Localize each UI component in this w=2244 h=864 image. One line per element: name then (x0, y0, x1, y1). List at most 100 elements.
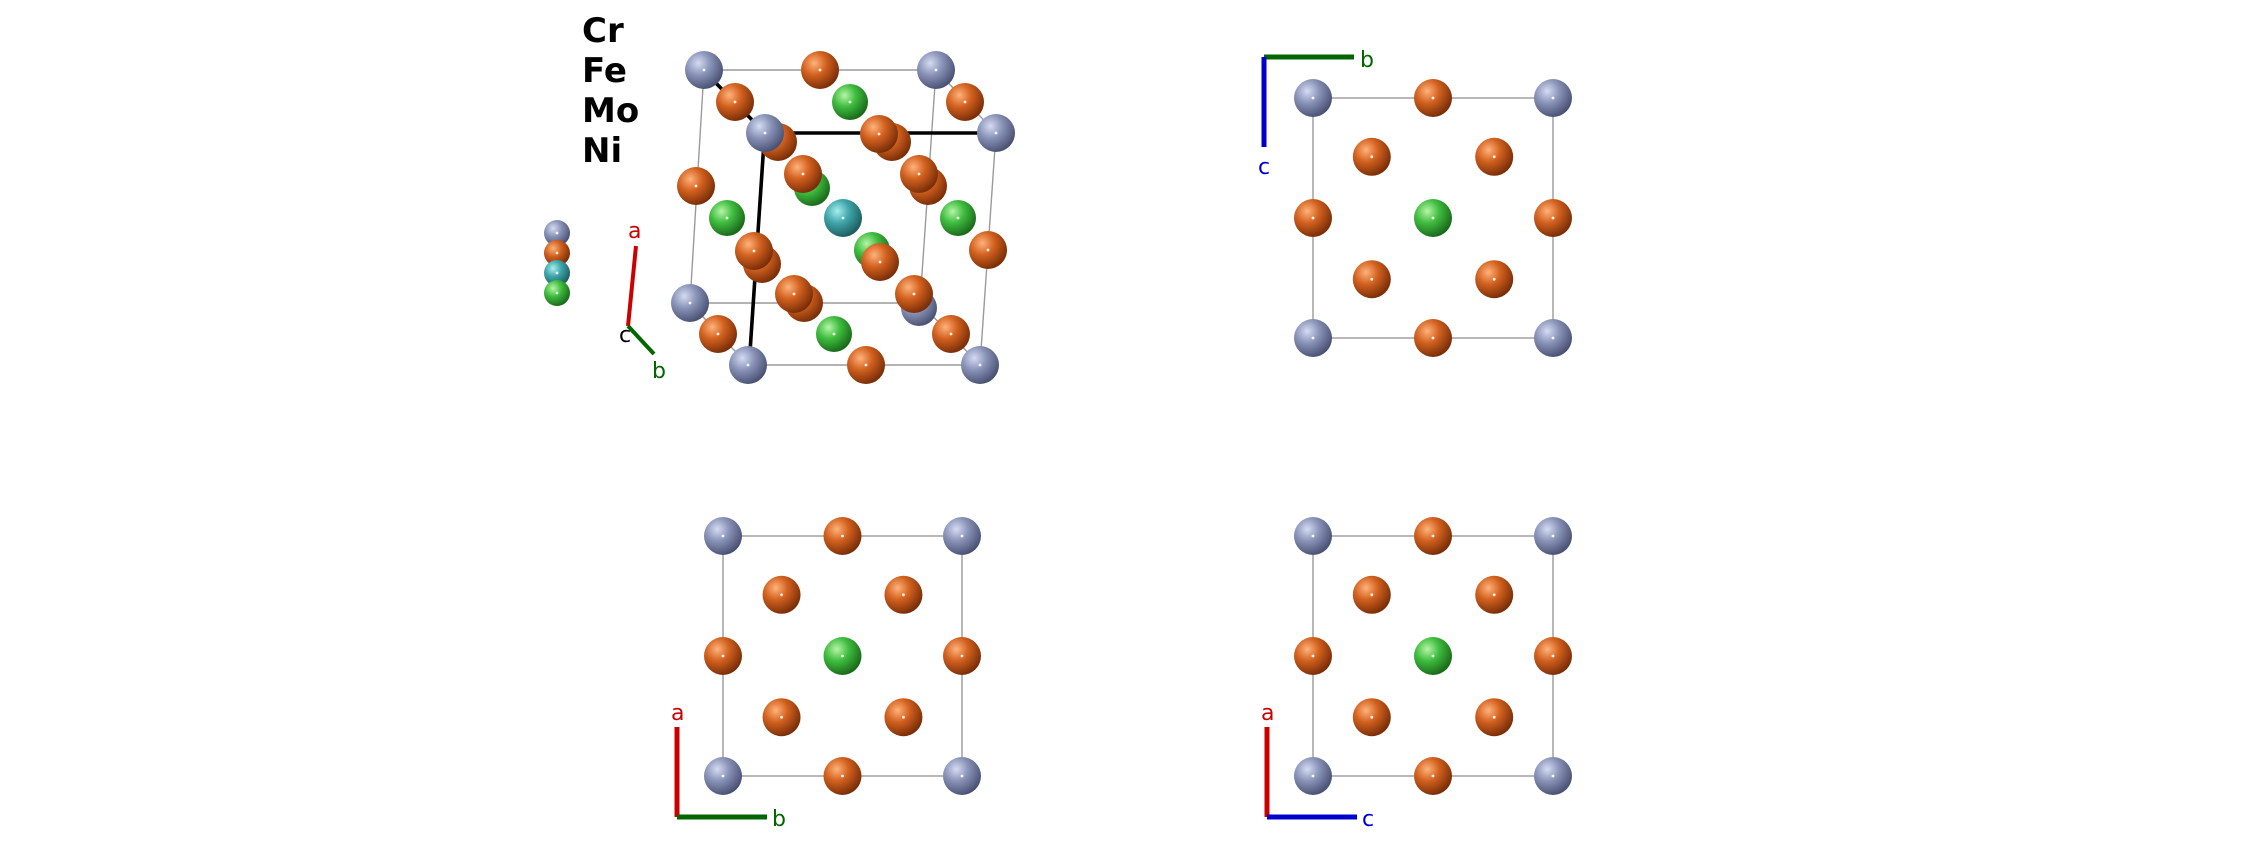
atom-cr (704, 757, 742, 795)
atom-ni (816, 316, 852, 352)
axis-a-label: a (628, 219, 641, 244)
atom-fe (823, 517, 862, 555)
atom-cr (544, 220, 570, 246)
atom-mo (544, 260, 570, 286)
perspective-view: a b c (619, 51, 1015, 384)
atom-cr (685, 51, 723, 89)
atom-fe (784, 155, 822, 193)
atom-fe (1414, 757, 1452, 795)
atom-fe (735, 232, 773, 270)
legend-swatches (544, 220, 570, 306)
atom-cr (704, 517, 742, 555)
atom-ni (1414, 637, 1452, 675)
legend-label-ni: Ni (582, 131, 622, 171)
atom-fe (1294, 637, 1332, 675)
atom-ni (709, 200, 745, 236)
atom-fe (544, 240, 570, 266)
legend-label-cr: Cr (582, 11, 624, 51)
atom-cr (1534, 319, 1572, 357)
atom-fe (1475, 698, 1514, 737)
atom-fe (1414, 319, 1452, 357)
atom-cr (977, 114, 1015, 152)
atom-fe (860, 115, 898, 153)
atoms (1294, 79, 1572, 357)
element-legend: Cr Fe Mo Ni (582, 11, 639, 171)
axis-b-arrow (626, 324, 656, 356)
atom-cr (1294, 517, 1332, 555)
axis-c-label: c (1258, 155, 1270, 180)
view-along-a: b c (1258, 48, 1572, 357)
view-along-c: a b (671, 517, 981, 832)
atom-cr (961, 346, 999, 384)
atom-ni (823, 637, 862, 675)
atom-fe (895, 275, 933, 313)
atom-fe (1534, 637, 1572, 675)
atom-fe (704, 637, 742, 675)
atoms (1294, 517, 1572, 795)
atom-cr (1534, 79, 1572, 117)
atom-cr (1534, 757, 1572, 795)
axis-a-label: a (671, 701, 684, 726)
axis-b-label: b (652, 359, 666, 384)
atom-fe (1475, 260, 1514, 299)
atom-fe (716, 83, 754, 121)
legend-label-fe: Fe (582, 51, 627, 91)
atom-fe (847, 346, 885, 384)
view-along-b: a c (1261, 517, 1572, 832)
legend-label-mo: Mo (582, 91, 639, 131)
atom-fe (900, 155, 938, 193)
atom-fe (677, 167, 715, 205)
atoms (704, 517, 981, 795)
atom-fe (1414, 79, 1452, 117)
atom-fe (1475, 137, 1514, 176)
atom-fe (861, 243, 899, 281)
atom-fe (762, 575, 801, 614)
axis-a-label: a (1261, 701, 1274, 726)
atom-cr (917, 51, 955, 89)
axis-triad: a c (1261, 701, 1374, 832)
axis-a-arrow (626, 245, 638, 327)
atom-fe (946, 83, 984, 121)
atom-fe (943, 637, 981, 675)
atom-fe (1414, 517, 1452, 555)
atom-cr (729, 346, 767, 384)
atom-cr (943, 517, 981, 555)
atom-fe (884, 575, 923, 614)
atom-fe (699, 315, 737, 353)
atom-fe (823, 757, 862, 795)
axis-triad: a b (671, 701, 786, 832)
atom-fe (969, 231, 1007, 269)
axis-b-label: b (1360, 48, 1374, 73)
axis-triad: a b c (619, 219, 666, 384)
atom-ni (832, 84, 868, 120)
atom-cr (671, 284, 709, 322)
atoms (671, 51, 1015, 384)
atom-fe (884, 698, 923, 737)
atom-fe (932, 315, 970, 353)
atom-fe (1352, 698, 1391, 737)
atom-fe (775, 275, 813, 313)
atom-cr (1294, 79, 1332, 117)
atom-cr (746, 114, 784, 152)
atom-fe (762, 698, 801, 737)
atom-cr (943, 757, 981, 795)
atom-fe (1294, 199, 1332, 237)
axis-c-label: c (619, 323, 631, 348)
atom-mo (824, 199, 862, 237)
atom-cr (1534, 517, 1572, 555)
axis-triad: b c (1258, 48, 1374, 180)
axis-b-label: b (772, 807, 786, 832)
atom-ni (940, 200, 976, 236)
atom-ni (544, 280, 570, 306)
atom-fe (1475, 575, 1514, 614)
atom-fe (801, 51, 839, 89)
atom-ni (1414, 199, 1452, 237)
atom-fe (1352, 260, 1391, 299)
atom-cr (1294, 757, 1332, 795)
atom-fe (1352, 575, 1391, 614)
atom-fe (1352, 137, 1391, 176)
atom-cr (1294, 319, 1332, 357)
axis-c-label: c (1362, 807, 1374, 832)
atom-fe (1534, 199, 1572, 237)
